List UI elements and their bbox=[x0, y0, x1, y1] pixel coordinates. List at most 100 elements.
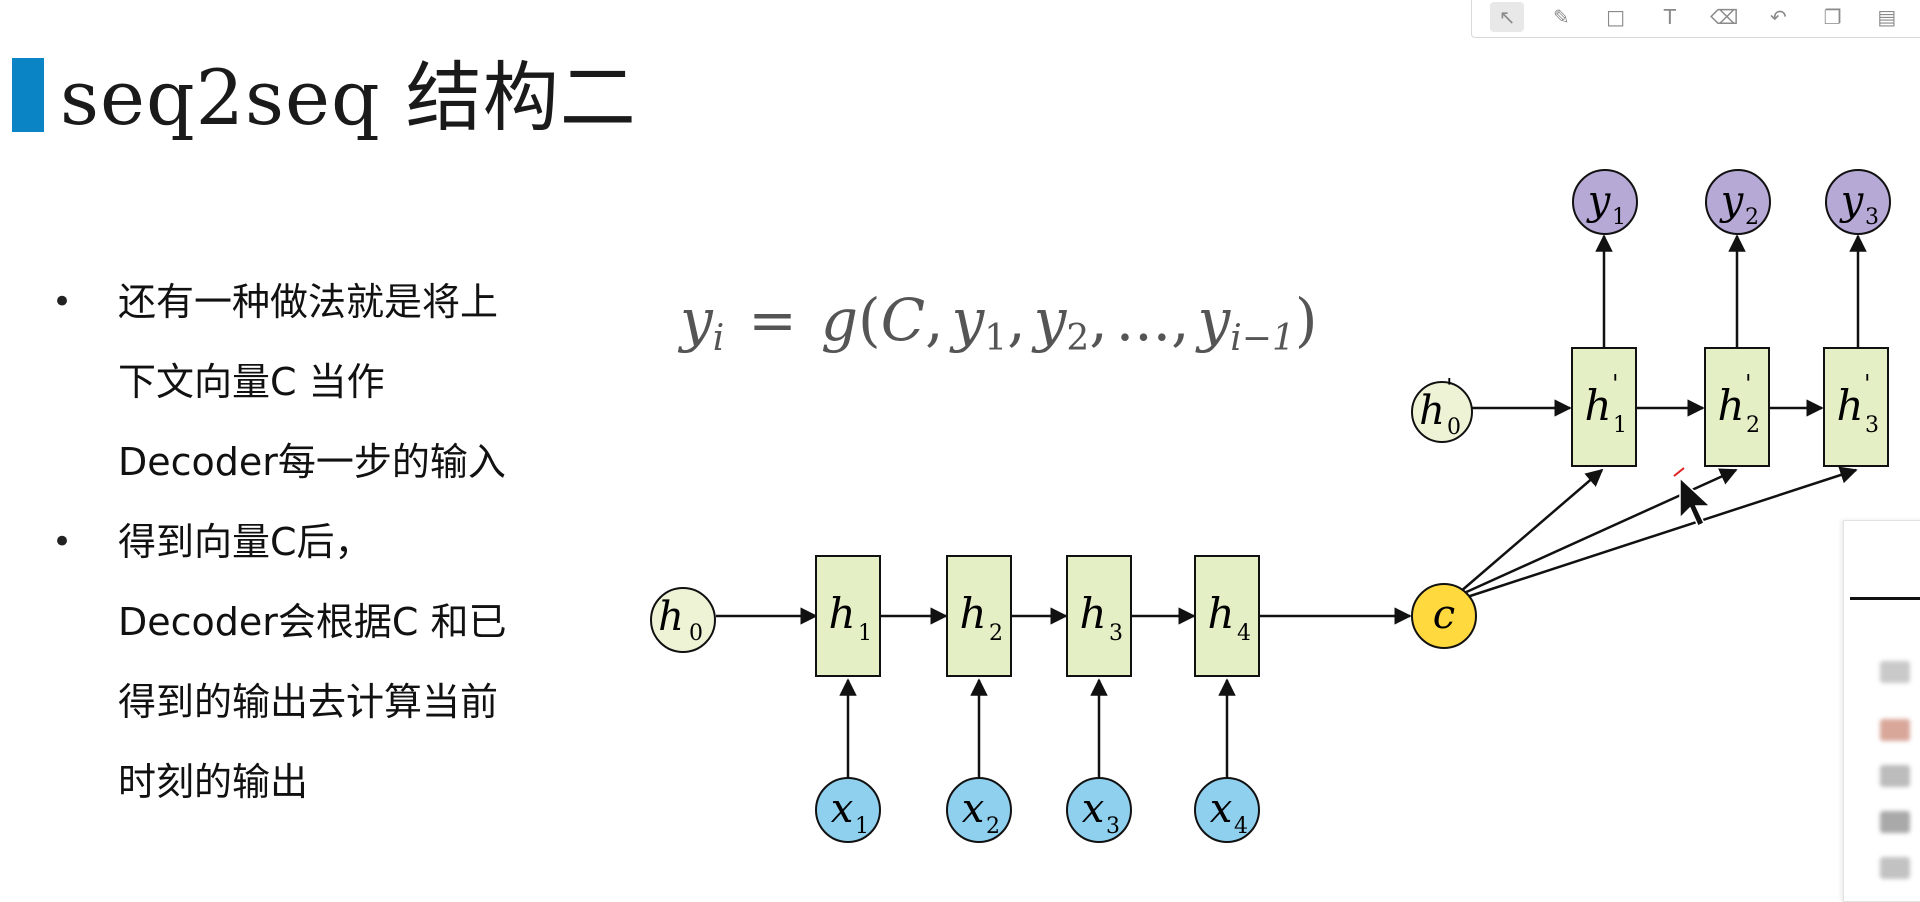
svg-text:1: 1 bbox=[1612, 205, 1626, 230]
svg-text:4: 4 bbox=[1237, 621, 1251, 646]
formula-sub-im1: i−1 bbox=[1230, 318, 1295, 359]
svg-text:0: 0 bbox=[689, 621, 703, 646]
eraser-icon[interactable]: ⌫ bbox=[1709, 5, 1739, 29]
encoder-cell-base: h bbox=[828, 589, 855, 638]
formula: yi=g(C,y1,y2,...,yi−1) bbox=[677, 286, 1318, 359]
annotation-toolbar: ↖ ✎ □ T ⌫ ↶ ❐ ▤ bbox=[1471, 0, 1920, 38]
delete-icon[interactable]: ▤ bbox=[1877, 5, 1897, 29]
encoder-h0-sub: 0 bbox=[689, 621, 703, 646]
decoder-h0-sub: 0 bbox=[1447, 415, 1461, 440]
input-base: x bbox=[1082, 786, 1105, 832]
formula-y: y bbox=[677, 286, 714, 354]
output-base: y bbox=[1719, 178, 1745, 224]
panel-thumbnail[interactable] bbox=[1880, 857, 1910, 879]
svg-text:1: 1 bbox=[855, 814, 869, 839]
input-x3: x 3 bbox=[1066, 777, 1132, 843]
svg-text:2: 2 bbox=[989, 621, 1003, 646]
input-sub: 2 bbox=[986, 814, 1000, 839]
encoder-cell-sub: 4 bbox=[1237, 621, 1251, 646]
undo-icon[interactable]: ↶ bbox=[1769, 5, 1787, 29]
encoder-cell-sub: 2 bbox=[989, 621, 1003, 646]
svg-text:h: h bbox=[959, 589, 986, 638]
formula-sub-i: i bbox=[713, 318, 725, 359]
svg-text:': ' bbox=[1612, 370, 1619, 398]
svg-text:x: x bbox=[831, 786, 854, 832]
decoder-cell-base: h bbox=[1717, 381, 1744, 430]
svg-text:': ' bbox=[1446, 374, 1453, 402]
decoder-cell-prime: ' bbox=[1864, 370, 1871, 398]
formula-close: ) bbox=[1295, 286, 1318, 354]
encoder-cell-h4: h 4 bbox=[1194, 555, 1260, 677]
decoder-cell-sub: 2 bbox=[1746, 413, 1760, 438]
svg-text:0: 0 bbox=[1447, 415, 1461, 440]
svg-text:4: 4 bbox=[1234, 814, 1248, 839]
svg-text:h: h bbox=[1079, 589, 1106, 638]
rectangle-icon[interactable]: □ bbox=[1606, 5, 1626, 29]
panel-divider bbox=[1850, 597, 1920, 600]
formula-comma: , bbox=[1089, 286, 1107, 354]
decoder-cell-h3: h ' 3 bbox=[1823, 347, 1889, 467]
input-sub: 3 bbox=[1106, 814, 1120, 839]
encoder-h0-base: h bbox=[658, 594, 684, 640]
mouse-cursor-icon bbox=[1673, 467, 1712, 528]
encoder-cell-sub: 1 bbox=[858, 621, 872, 646]
encoder-cell-base: h bbox=[1207, 589, 1234, 638]
formula-C: C bbox=[881, 286, 925, 354]
formula-comma: , bbox=[1007, 286, 1025, 354]
formula-g: g bbox=[821, 286, 858, 354]
svg-text:h: h bbox=[828, 589, 855, 638]
svg-text:c: c bbox=[1433, 592, 1455, 638]
edge-c-hd1 bbox=[1459, 468, 1604, 593]
input-base: x bbox=[831, 786, 854, 832]
encoder-cell-sub: 3 bbox=[1109, 621, 1123, 646]
bullet-list: 还有一种做法就是将上下文向量C 当作Decoder每一步的输入 得到向量C后，D… bbox=[52, 262, 512, 822]
svg-text:y: y bbox=[1586, 178, 1612, 224]
copy-icon[interactable]: ❐ bbox=[1823, 5, 1842, 29]
svg-text:y: y bbox=[1839, 178, 1865, 224]
output-y1: y 1 bbox=[1572, 169, 1638, 235]
edge-c-hd3 bbox=[1463, 466, 1858, 600]
formula-comma: , bbox=[1171, 286, 1189, 354]
encoder-h0-node: h 0 bbox=[650, 587, 716, 653]
text-icon[interactable]: T bbox=[1663, 5, 1676, 29]
formula-y2: y bbox=[1031, 286, 1068, 354]
formula-yi: y bbox=[1195, 286, 1232, 354]
svg-text:x: x bbox=[1210, 786, 1233, 832]
svg-text:h: h bbox=[1584, 381, 1611, 430]
output-base: y bbox=[1839, 178, 1865, 224]
encoder-cell-base: h bbox=[959, 589, 986, 638]
formula-dots: ... bbox=[1116, 286, 1171, 354]
decoder-cell-base: h bbox=[1584, 381, 1611, 430]
context-label: c bbox=[1433, 592, 1455, 638]
formula-sub-2: 2 bbox=[1066, 318, 1089, 359]
encoder-cell-h3: h 3 bbox=[1066, 555, 1132, 677]
formula-equals: = bbox=[748, 286, 797, 354]
svg-text:1: 1 bbox=[1613, 413, 1627, 438]
encoder-cell-h2: h 2 bbox=[946, 555, 1012, 677]
cursor-icon[interactable]: ↖ bbox=[1490, 2, 1525, 32]
formula-sub-1: 1 bbox=[984, 318, 1007, 359]
decoder-h0-prime: ' bbox=[1446, 374, 1453, 402]
svg-text:': ' bbox=[1745, 370, 1752, 398]
input-base: x bbox=[962, 786, 985, 832]
output-sub: 2 bbox=[1745, 205, 1759, 230]
panel-thumbnail[interactable] bbox=[1880, 719, 1910, 741]
input-sub: 1 bbox=[855, 814, 869, 839]
encoder-cell-base: h bbox=[1079, 589, 1106, 638]
svg-text:h: h bbox=[1419, 388, 1445, 434]
bullet-text: 还有一种做法就是将上下文向量C 当作Decoder每一步的输入 bbox=[118, 280, 506, 484]
side-panel bbox=[1843, 520, 1920, 902]
decoder-cell-prime: ' bbox=[1612, 370, 1619, 398]
output-y2: y 2 bbox=[1705, 169, 1771, 235]
svg-text:h: h bbox=[658, 594, 684, 640]
output-sub: 3 bbox=[1865, 205, 1879, 230]
decoder-cell-h1: h ' 1 bbox=[1571, 347, 1637, 467]
svg-text:2: 2 bbox=[986, 814, 1000, 839]
svg-text:2: 2 bbox=[1746, 413, 1760, 438]
pen-icon[interactable]: ✎ bbox=[1552, 5, 1570, 29]
panel-thumbnail[interactable] bbox=[1880, 765, 1910, 787]
panel-thumbnail[interactable] bbox=[1880, 811, 1910, 833]
panel-thumbnail[interactable] bbox=[1880, 661, 1910, 683]
slide-title: seq2seq 结构二 bbox=[60, 53, 637, 142]
svg-text:x: x bbox=[1082, 786, 1105, 832]
